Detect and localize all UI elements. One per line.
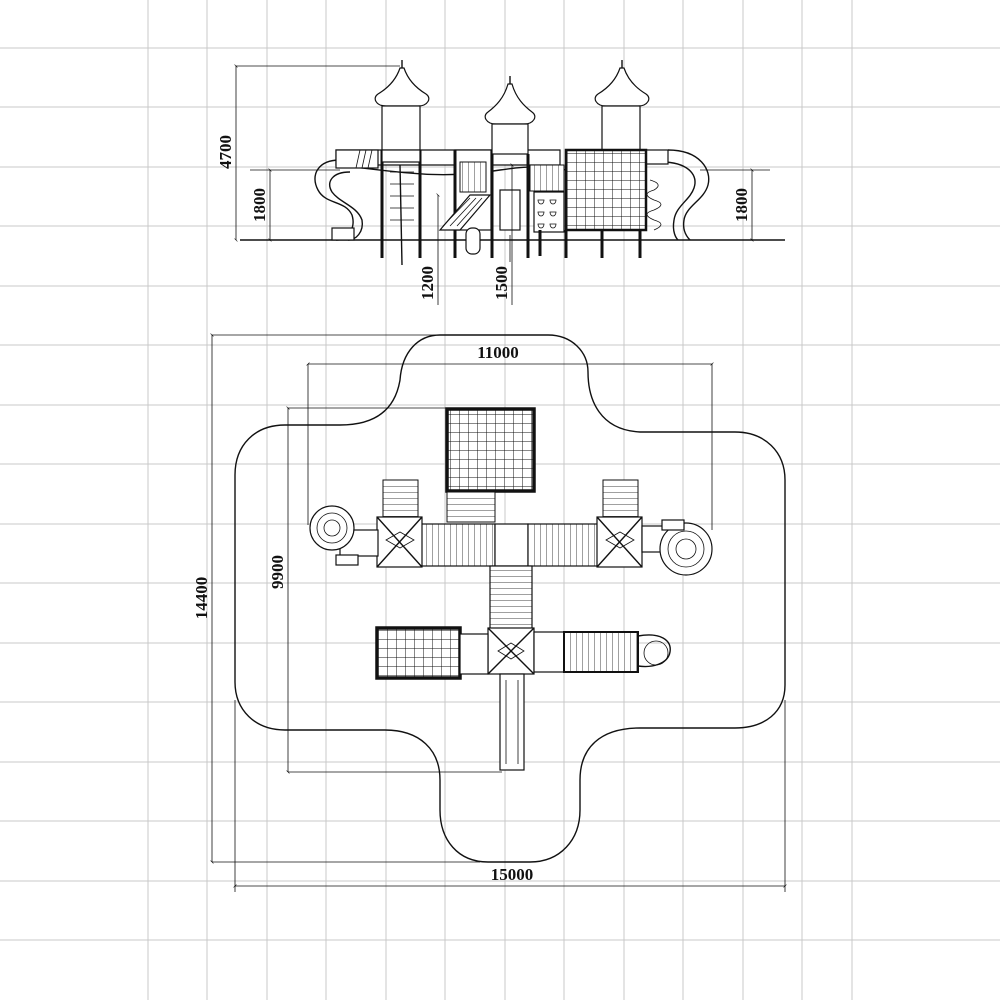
- safety-zone-outline: [234, 334, 786, 863]
- left-slide-plan: [309, 505, 379, 566]
- dim-equipment-width: 11000: [477, 343, 519, 362]
- elevation-dimensions: [234, 64, 770, 305]
- dim-platform-low-a: 1200: [418, 266, 437, 300]
- center-tower: [484, 76, 536, 262]
- right-ladder: [602, 479, 639, 521]
- dim-equipment-depth: 9900: [268, 555, 287, 589]
- right-slide-plan: [641, 519, 713, 576]
- dim-platform-low-b: 1500: [492, 266, 511, 300]
- dim-safety-width: 15000: [491, 865, 534, 884]
- center-tower-roof-plan: [487, 627, 535, 675]
- right-tower-roof-plan: [596, 516, 643, 568]
- left-tower: [374, 60, 430, 266]
- left-slide: [314, 159, 363, 241]
- lower-right-bridge: [563, 631, 639, 673]
- elevation-view: 4700 1800 1800 1200 1500: [216, 60, 785, 305]
- dim-safety-depth: 14400: [192, 577, 211, 620]
- center-bridge: [489, 565, 533, 631]
- left-ladder: [382, 479, 419, 521]
- left-bridge: [419, 523, 496, 567]
- center-platform: [494, 523, 529, 567]
- bottom-slide-plan: [499, 673, 525, 771]
- lower-climbing-net: [375, 626, 462, 680]
- right-bridge: [527, 523, 602, 567]
- plan-view: 11000 9900 14400 15000: [192, 333, 787, 892]
- plan-dimensions: [210, 333, 787, 892]
- left-tower-roof-plan: [376, 516, 423, 568]
- climbing-net-panel: [564, 148, 648, 232]
- right-slide: [645, 149, 710, 241]
- top-climbing-net: [445, 407, 536, 493]
- dim-total-height: 4700: [216, 135, 235, 169]
- dim-platform-right: 1800: [732, 188, 751, 222]
- dim-platform-left: 1800: [250, 188, 269, 222]
